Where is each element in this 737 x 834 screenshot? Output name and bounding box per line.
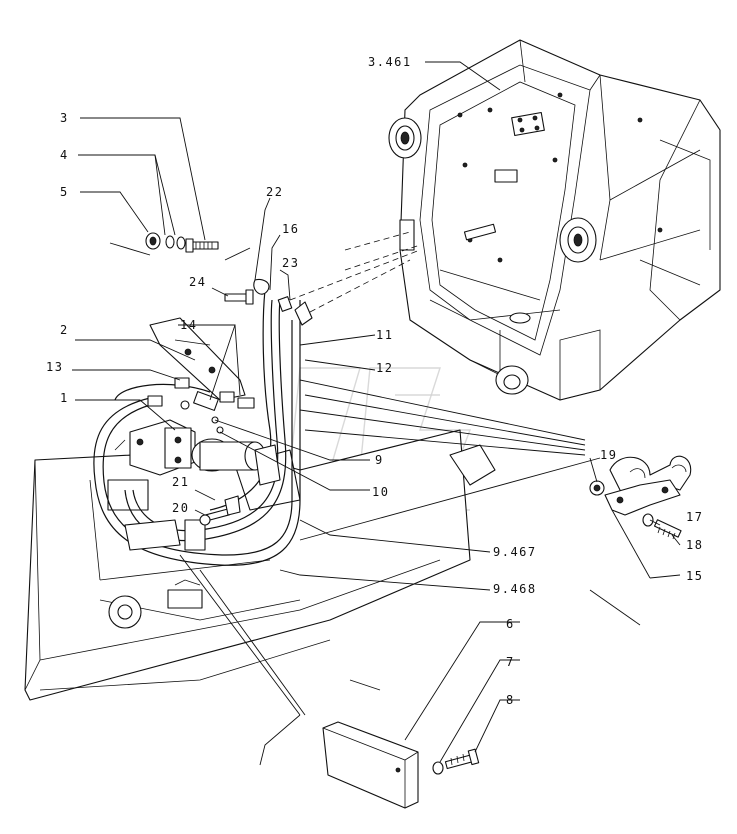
- hardware-elbows: [224, 278, 313, 326]
- label-18: 18: [686, 538, 703, 552]
- label-9: 9: [375, 453, 384, 467]
- bracket-and-fittings: [147, 317, 255, 434]
- hardware-bolt-nut: [145, 232, 219, 253]
- label-8: 8: [506, 693, 515, 707]
- loader-frame: [388, 39, 721, 401]
- label-24: 24: [189, 275, 206, 289]
- label-23: 23: [282, 256, 299, 270]
- label-9468: 9.468: [493, 582, 537, 596]
- label-9467: 9.467: [493, 545, 537, 559]
- label-4: 4: [60, 148, 69, 162]
- label-5: 5: [60, 185, 69, 199]
- label-15: 15: [686, 569, 703, 583]
- label-2: 2: [60, 323, 69, 337]
- hardware-20-21: [199, 495, 241, 526]
- label-3: 3: [60, 111, 69, 125]
- label-6: 6: [506, 617, 515, 631]
- valve-assembly: [114, 419, 281, 551]
- label-20: 20: [172, 501, 189, 515]
- label-3461: 3.461: [368, 55, 412, 69]
- clamp-assembly: [589, 455, 692, 540]
- label-11: 11: [376, 328, 393, 342]
- label-22: 22: [266, 185, 283, 199]
- callout-labels: 3.461 3 4 5 22 16 23 24 2 14 11 13 12 1 …: [46, 55, 703, 707]
- label-1: 1: [60, 391, 69, 405]
- label-14: 14: [180, 318, 197, 332]
- leader-lines: [72, 61, 681, 766]
- label-16: 16: [282, 222, 299, 236]
- label-19: 19: [600, 448, 617, 462]
- label-17: 17: [686, 510, 703, 524]
- label-12: 12: [376, 361, 393, 375]
- label-13: 13: [46, 360, 63, 374]
- label-21: 21: [172, 475, 189, 489]
- label-7: 7: [506, 655, 515, 669]
- label-10: 10: [372, 485, 389, 499]
- alignment-lines: [289, 231, 421, 313]
- cover-plate: [322, 721, 480, 809]
